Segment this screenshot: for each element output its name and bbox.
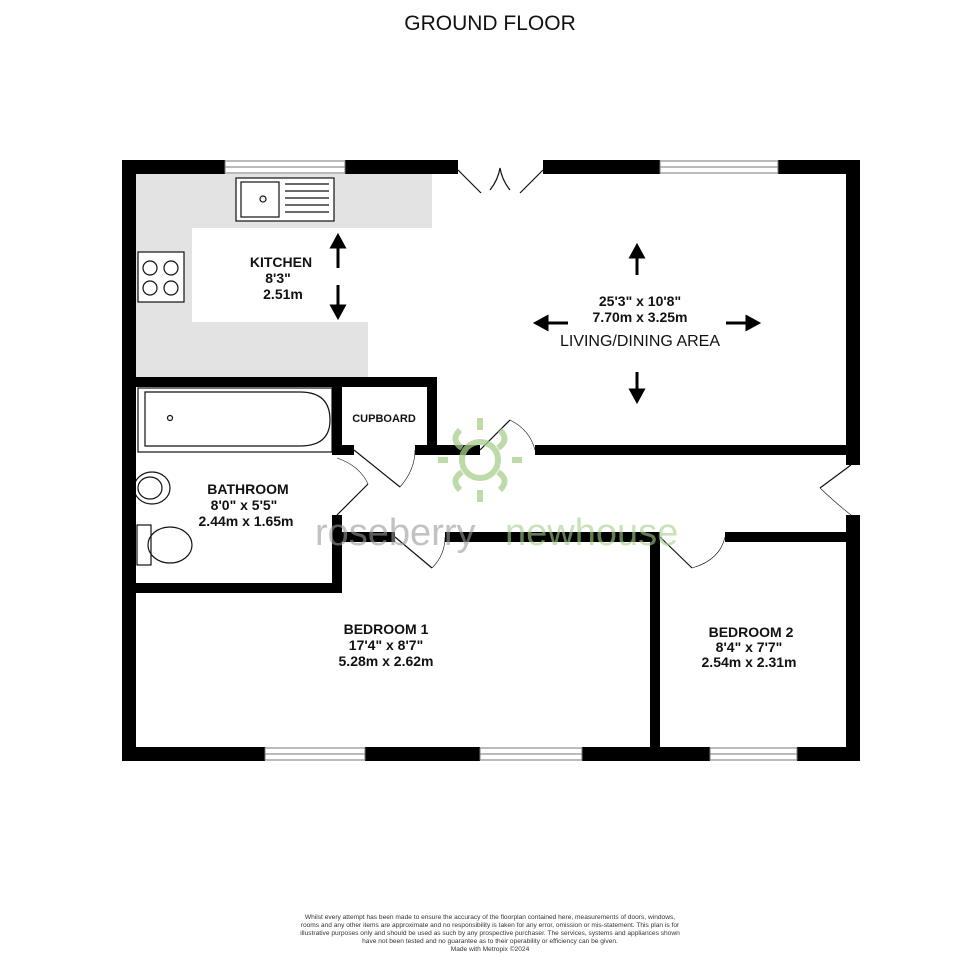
kitchen-label: KITCHEN xyxy=(250,254,312,270)
kitchen-imperial: 8'3" xyxy=(265,270,291,286)
bedroom2-label: BEDROOM 2 xyxy=(709,624,794,640)
bedroom1-imperial: 17'4" x 8'7" xyxy=(349,637,423,653)
bath-icon xyxy=(137,387,333,453)
bedroom2-metric: 2.54m x 2.31m xyxy=(702,654,797,670)
living-imperial: 25'3" x 10'8" xyxy=(599,293,681,309)
living-metric: 7.70m x 3.25m xyxy=(593,309,688,325)
disclaimer-text: Whilst every attempt has been made to en… xyxy=(300,914,680,945)
bedroom1-metric: 5.28m x 2.62m xyxy=(339,653,434,669)
bedroom1-label: BEDROOM 1 xyxy=(344,621,429,637)
toilet-icon xyxy=(136,524,193,566)
dimension-arrows xyxy=(329,232,762,405)
sink-icon xyxy=(235,177,335,222)
windows xyxy=(224,160,798,761)
bedroom2-imperial: 8'4" x 7'7" xyxy=(716,639,783,655)
watermark-logo xyxy=(438,418,522,502)
basin-icon xyxy=(133,471,171,505)
floor-title: GROUND FLOOR xyxy=(404,12,576,35)
watermark-text-part1: roseberry xyxy=(315,512,476,554)
hob-icon xyxy=(137,251,185,303)
cupboard-label: CUPBOARD xyxy=(352,413,416,425)
living-label: LIVING/DINING AREA xyxy=(560,333,720,350)
disclaimer: Whilst every attempt has been made to en… xyxy=(300,914,680,954)
walls xyxy=(122,160,860,761)
bathroom-metric: 2.44m x 1.65m xyxy=(199,513,294,529)
credit-text: Made with Metropix ©2024 xyxy=(450,946,530,953)
watermark-text-part2: newhouse xyxy=(505,512,678,554)
bathroom-imperial: 8'0" x 5'5" xyxy=(211,497,278,513)
bathroom-label: BATHROOM xyxy=(207,481,288,497)
kitchen-metric: 2.51m xyxy=(263,286,303,302)
